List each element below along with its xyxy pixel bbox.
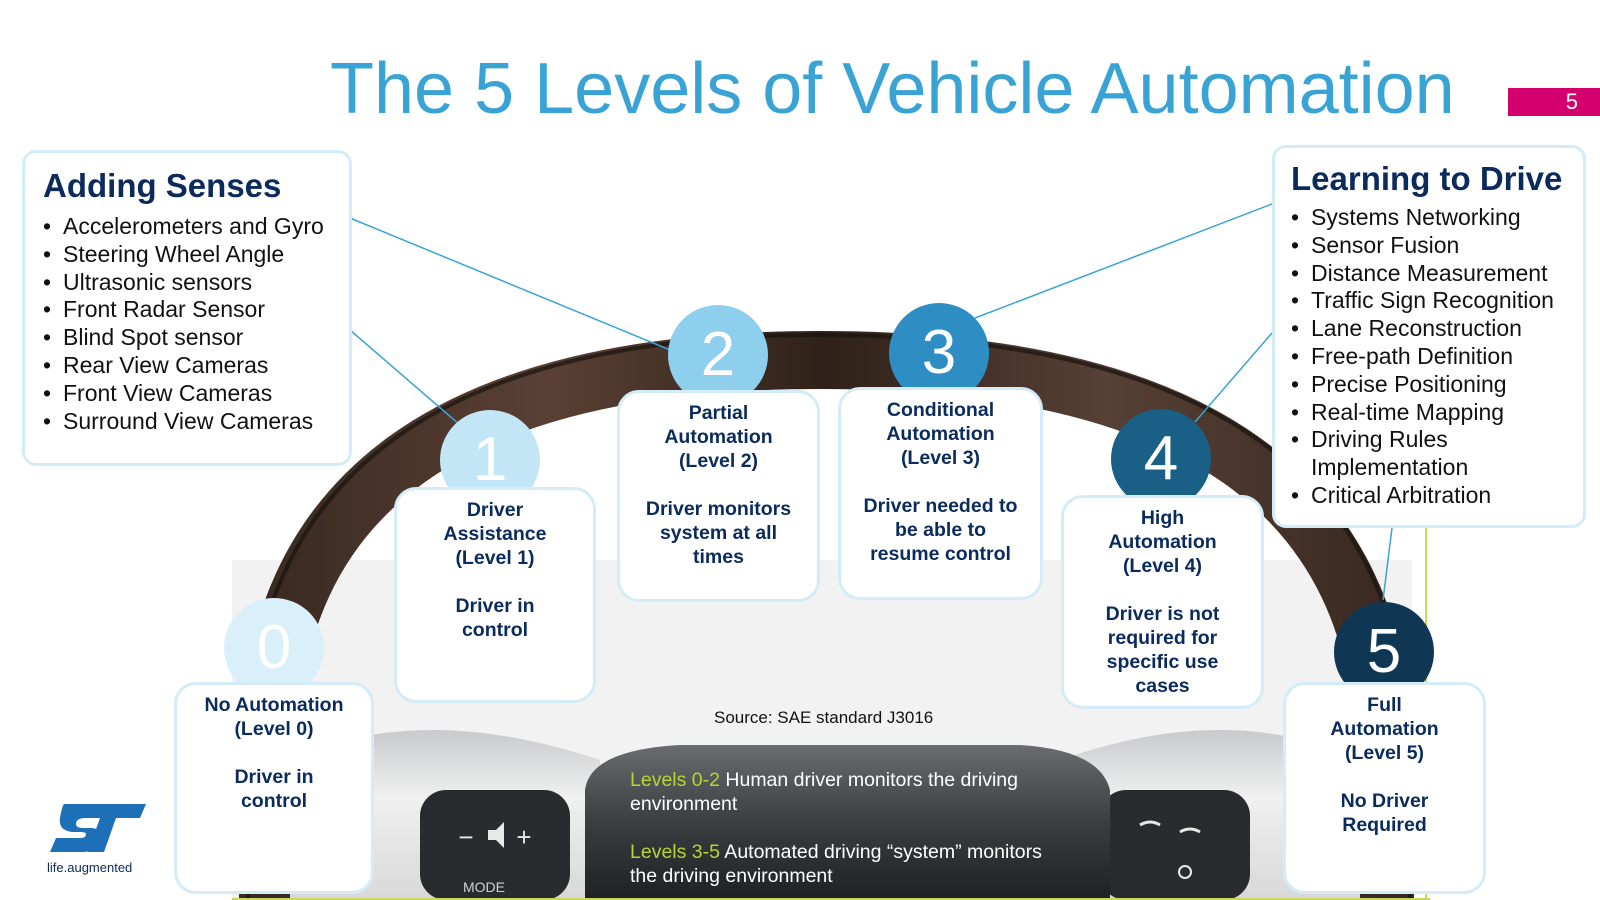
level-1-name-line: Driver — [466, 499, 524, 521]
level-4-desc-line: specific use — [1106, 651, 1219, 673]
level-2-desc-line: Driver monitors — [645, 498, 792, 520]
mode-button: MODE — [463, 879, 505, 895]
levels-0-2-note: Levels 0-2 Human driver monitors the dri… — [630, 768, 1070, 816]
volume-up-button: + — [516, 822, 531, 852]
st-logo-icon — [50, 804, 146, 852]
level-4-box: High Automation (Level 4) Driver is not … — [1061, 495, 1264, 709]
levels-3-5-label: Levels 3-5 — [630, 841, 720, 863]
level-0-box: No Automation (Level 0) Driver in contro… — [174, 682, 374, 894]
page-number-badge: 5 — [1508, 88, 1600, 116]
levels-3-5-text: Automated driving “system” monitors the … — [630, 841, 1042, 887]
level-4-name-line: High — [1140, 507, 1185, 529]
level-3-desc-line: be able to — [894, 519, 987, 541]
level-1-desc-line: Driver in — [455, 595, 535, 617]
level-4-desc-line: cases — [1135, 675, 1190, 697]
list-item: Ultrasonic sensors — [43, 269, 349, 297]
level-3-desc-line: resume control — [870, 543, 1011, 565]
voice-command-icon — [1178, 865, 1192, 879]
level-5-name-line: Automation — [1330, 718, 1439, 740]
level-0-name-line: No Automation — [204, 694, 344, 716]
learning-to-drive-list: Systems Networking Sensor Fusion Distanc… — [1291, 204, 1583, 510]
hub-legend: Levels 0-2 Human driver monitors the dri… — [630, 768, 1070, 900]
speaker-icon — [488, 822, 504, 848]
level-0-number-circle: 0 — [224, 598, 324, 698]
level-0-desc-line: Driver in — [234, 766, 314, 788]
list-item: Distance Measurement — [1291, 260, 1583, 288]
level-0-name-line: (Level 0) — [234, 718, 314, 740]
level-3-box: Conditional Automation (Level 3) Driver … — [838, 387, 1043, 600]
wheel-hub — [585, 745, 1110, 900]
adding-senses-list: Accelerometers and Gyro Steering Wheel A… — [43, 213, 349, 435]
list-item: Rear View Cameras — [43, 352, 349, 380]
levels-0-2-label: Levels 0-2 — [630, 769, 720, 791]
list-item: Front View Cameras — [43, 380, 349, 408]
level-5-name-line: (Level 5) — [1344, 742, 1425, 764]
level-3-number-circle: 3 — [889, 303, 989, 403]
phone-answer-icon — [1139, 820, 1161, 827]
wheel-rim — [239, 330, 1414, 900]
level-4-name-line: (Level 4) — [1122, 555, 1203, 577]
level-1-name-line: Assistance — [443, 523, 547, 545]
level-4-desc-line: required for — [1107, 627, 1218, 649]
level-1-name-line: (Level 1) — [455, 547, 535, 569]
level-5-name-line: Full — [1367, 694, 1402, 716]
list-item: Systems Networking — [1291, 204, 1583, 232]
list-item: Critical Arbitration — [1291, 482, 1583, 510]
list-item: Real-time Mapping — [1291, 399, 1583, 427]
level-1-box: Driver Assistance (Level 1) Driver in co… — [394, 487, 596, 703]
adding-senses-panel: Adding Senses Accelerometers and Gyro St… — [22, 150, 352, 466]
learning-to-drive-panel: Learning to Drive Systems Networking Sen… — [1272, 145, 1586, 528]
levels-0-2-text: Human driver monitors the driving enviro… — [630, 769, 1019, 815]
logo-tagline: life.augmented — [47, 860, 133, 875]
level-2-name-line: (Level 2) — [678, 450, 759, 472]
phone-hangup-icon — [1179, 827, 1201, 834]
level-4-desc-line: Driver is not — [1105, 603, 1220, 625]
level-5-desc-line: No Driver — [1340, 790, 1429, 812]
level-2-number-circle: 2 — [668, 305, 768, 405]
right-button-cluster — [1100, 790, 1250, 900]
list-item: Traffic Sign Recognition — [1291, 287, 1583, 315]
level-3-name-line: (Level 3) — [900, 447, 981, 469]
level-2-box: Partial Automation (Level 2) Driver moni… — [617, 390, 820, 602]
levels-3-5-note: Levels 3-5 Automated driving “system” mo… — [630, 840, 1070, 888]
list-item: Lane Reconstruction — [1291, 315, 1583, 343]
slide-title: The 5 Levels of Vehicle Automation — [330, 49, 1455, 129]
level-2-name-line: Automation — [664, 426, 773, 448]
list-item: Accelerometers and Gyro — [43, 213, 349, 241]
level-3-name-line: Automation — [886, 423, 995, 445]
level-5-box: Full Automation (Level 5) No Driver Requ… — [1283, 682, 1486, 894]
left-button-cluster — [420, 790, 570, 900]
level-2-desc-line: system at all — [659, 522, 778, 544]
list-item: Precise Positioning — [1291, 371, 1583, 399]
level-3-desc-line: Driver needed to — [863, 495, 1018, 517]
list-item: Front Radar Sensor — [43, 296, 349, 324]
level-5-desc-line: Required — [1342, 814, 1427, 836]
level-2-desc-line: times — [693, 546, 744, 568]
learning-to-drive-heading: Learning to Drive — [1291, 160, 1563, 197]
level-3-name-line: Conditional — [886, 399, 995, 421]
list-item: Free-path Definition — [1291, 343, 1583, 371]
list-item: Surround View Cameras — [43, 408, 349, 436]
level-4-name-line: Automation — [1108, 531, 1217, 553]
list-item: Steering Wheel Angle — [43, 241, 349, 269]
level-4-number-circle: 4 — [1111, 409, 1211, 509]
connector-lines — [349, 203, 1393, 601]
level-1-desc-line: control — [461, 619, 529, 641]
adding-senses-heading: Adding Senses — [43, 167, 282, 204]
list-item: Driving Rules Implementation — [1291, 426, 1551, 482]
volume-down-button: − — [458, 822, 473, 852]
list-item: Sensor Fusion — [1291, 232, 1583, 260]
level-2-name-line: Partial — [688, 402, 749, 424]
level-0-desc-line: control — [240, 790, 308, 812]
list-item: Blind Spot sensor — [43, 324, 349, 352]
source-citation: Source: SAE standard J3016 — [714, 708, 934, 727]
